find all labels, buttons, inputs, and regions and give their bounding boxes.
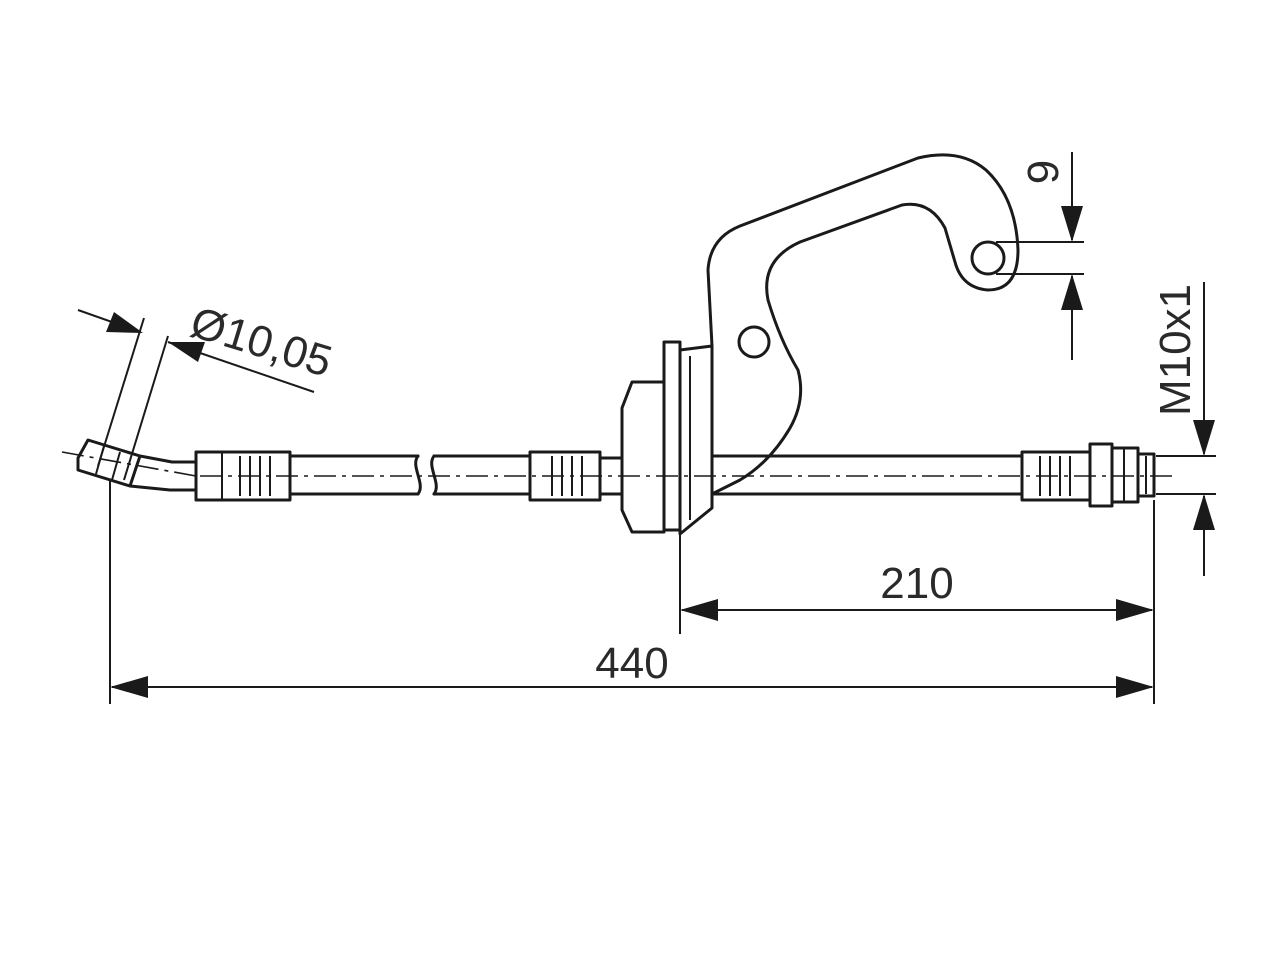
bracket-mount-body — [620, 340, 714, 536]
brake-hose-assembly — [61, 153, 1172, 536]
dimension-thread: M10x1 — [1151, 282, 1216, 576]
bracket-locating-hole — [737, 325, 771, 359]
bracket-hole — [970, 240, 1006, 276]
hose-segment-right — [710, 454, 1024, 496]
dimension-label-210: 210 — [880, 559, 953, 608]
dimension-210: 210 — [679, 500, 1155, 704]
hose-segment-left — [288, 454, 532, 496]
dimension-label-440: 440 — [595, 639, 668, 688]
dimension-440: 440 — [109, 480, 1154, 704]
right-end-fitting — [1020, 442, 1156, 508]
dimension-label-thread: M10x1 — [1151, 284, 1200, 416]
dimension-label-hole: 9 — [1019, 160, 1068, 184]
dimension-hole-diameter: 9 — [996, 152, 1084, 360]
mounting-bracket-plate — [706, 153, 1020, 496]
